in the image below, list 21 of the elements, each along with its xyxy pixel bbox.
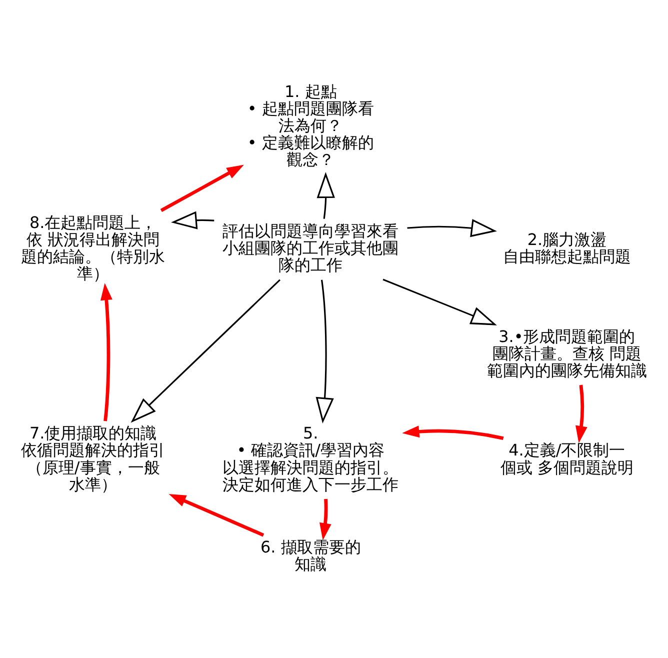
node-text: 評估以問題導向學習來看小組團隊的工作或其他團隊的工作 (222, 221, 399, 275)
arrow (100, 283, 112, 422)
arrow (402, 426, 504, 440)
node-text: 8.在起點問題上，依 狀況得出解決問題的結論。（特別水準） (21, 212, 166, 284)
arrow (316, 172, 335, 219)
arrow (407, 219, 497, 238)
node-text: 3.•形成問題範圍的團隊計畫。查核 問題範圍內的團隊先備知識 (486, 326, 647, 380)
arrow (575, 384, 588, 444)
node-text: 5. • 確認資訊/學習內容以選擇解決問題的指引。決定如何進入下一步工作 (222, 424, 399, 494)
arrow (171, 211, 214, 230)
node-text: 2.腦力激盪 自由聯想起點問題 (502, 230, 631, 266)
node-text: 4.定義/不限制一個或 多個問題說明 (500, 440, 634, 477)
node-text: 1. 起點 • 起點問題團隊看法為何？ • 定義難以瞭解的觀念？ (247, 82, 374, 170)
arrow (382, 278, 497, 326)
arrow (160, 164, 244, 212)
arrow (316, 280, 334, 424)
node-text: 7.使用擷取的知識依循問題解決的指引（原理/事實，一般水準） (21, 424, 166, 494)
node-text: 6. 擷取需要的知識 (260, 537, 361, 574)
arrow (319, 498, 332, 540)
arrow (168, 494, 264, 537)
arrow (130, 279, 280, 423)
